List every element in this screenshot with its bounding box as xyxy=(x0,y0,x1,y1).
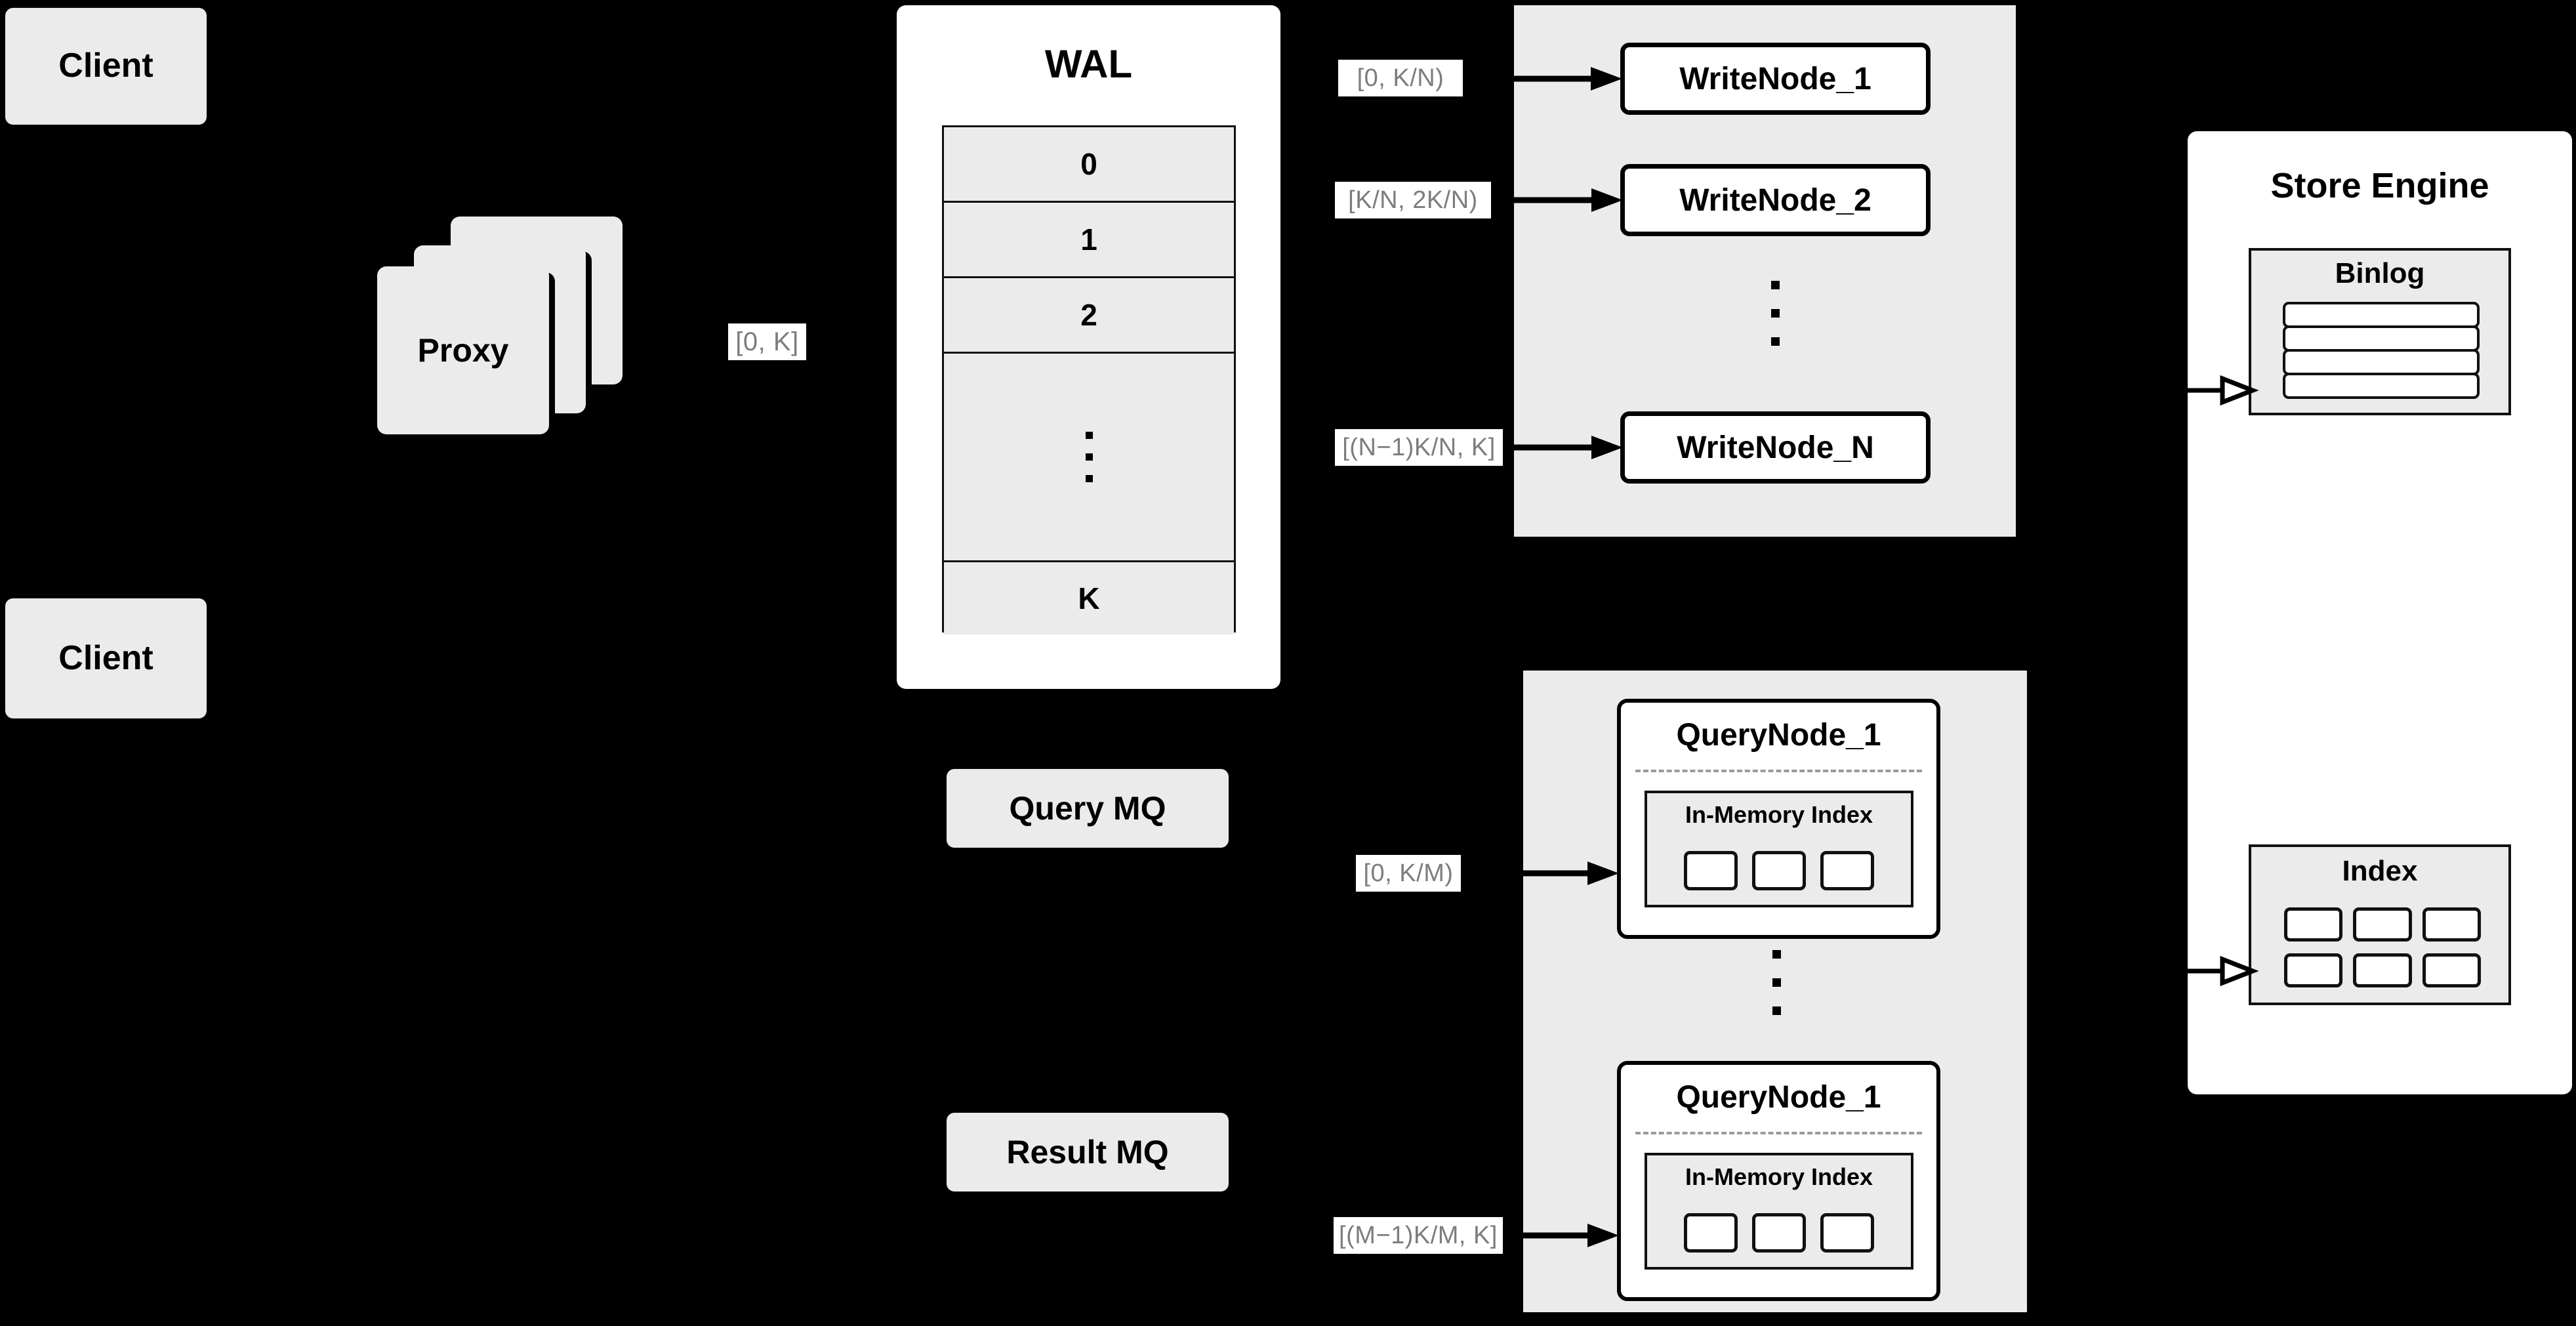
interval-label-write-n-text: [(N−1)K/N, K] xyxy=(1342,433,1496,461)
wal-row-2: 2 xyxy=(944,278,1234,354)
in-memory-index-1-cell-3[interactable] xyxy=(1820,851,1874,890)
write-node-1-label: WriteNode_1 xyxy=(1679,61,1871,96)
arrow-write-n xyxy=(1506,436,1623,459)
wal-row-1-label: 1 xyxy=(1080,222,1097,257)
arrow-write-2 xyxy=(1494,188,1623,212)
proxy-label: Proxy xyxy=(417,331,509,369)
index-cell-5[interactable] xyxy=(2353,953,2412,987)
index-grid xyxy=(2284,907,2481,987)
in-memory-index-1-cells xyxy=(1658,851,1900,890)
interval-label-query-2-text: [(M−1)K/M, K] xyxy=(1339,1221,1498,1249)
in-memory-index-2-cells xyxy=(1658,1213,1900,1253)
wal-row-1: 1 xyxy=(944,203,1234,278)
query-node-2-separator xyxy=(1635,1132,1922,1134)
proxy-card-front[interactable]: Proxy xyxy=(377,266,549,434)
in-memory-index-1-cell-1[interactable] xyxy=(1684,851,1738,890)
interval-label-query-1: [0, K/M) xyxy=(1356,855,1461,892)
wal-row-0-label: 0 xyxy=(1080,147,1097,181)
write-node-n-label: WriteNode_N xyxy=(1677,430,1874,465)
arrow-index-open xyxy=(2184,955,2259,987)
interval-label-write-1: [0, K/N) xyxy=(1338,60,1463,96)
index-title: Index xyxy=(2342,855,2418,887)
in-memory-index-2-cell-1[interactable] xyxy=(1684,1213,1738,1253)
arrow-query-2 xyxy=(1506,1224,1619,1247)
client-label-1: Client xyxy=(58,47,153,85)
store-engine-panel: Store Engine Binlog Index xyxy=(2188,131,2572,1094)
binlog-row-1[interactable] xyxy=(2283,302,2480,328)
interval-label-write-n: [(N−1)K/N, K] xyxy=(1335,429,1503,466)
result-mq-box[interactable]: Result MQ xyxy=(947,1113,1229,1191)
write-cluster-dot-2 xyxy=(1771,309,1780,318)
index-cell-6[interactable] xyxy=(2422,953,2481,987)
binlog-row-4[interactable] xyxy=(2283,373,2480,399)
wal-row-k: K xyxy=(944,562,1234,634)
wal-row-k-label: K xyxy=(1078,581,1100,615)
write-node-2-label: WriteNode_2 xyxy=(1679,182,1871,218)
client-box-2[interactable]: Client xyxy=(5,598,207,718)
in-memory-index-2-cell-2[interactable] xyxy=(1752,1213,1806,1253)
binlog-rows xyxy=(2283,302,2480,399)
interval-label-query-2: [(M−1)K/M, K] xyxy=(1334,1217,1503,1254)
interval-label-proxy-out-text: [0, K] xyxy=(735,327,799,356)
write-node-n[interactable]: WriteNode_N xyxy=(1620,411,1931,484)
wal-ellipsis-dot-1 xyxy=(1085,432,1093,439)
in-memory-index-1-title: In-Memory Index xyxy=(1685,801,1873,828)
write-node-1[interactable]: WriteNode_1 xyxy=(1620,43,1931,115)
wal-row-0: 0 xyxy=(944,127,1234,203)
interval-label-write-2-text: [K/N, 2K/N) xyxy=(1348,186,1478,214)
proxy-stack[interactable]: Proxy xyxy=(377,217,653,434)
wal-table: 0 1 2 K xyxy=(942,125,1236,634)
wal-panel: WAL 0 1 2 K xyxy=(897,5,1280,689)
write-cluster-ellipsis xyxy=(1771,281,1780,346)
query-mq-box[interactable]: Query MQ xyxy=(947,769,1229,848)
query-node-2[interactable]: QueryNode_1 In-Memory Index xyxy=(1617,1061,1940,1301)
interval-label-write-1-text: [0, K/N) xyxy=(1357,64,1444,92)
write-node-2[interactable]: WriteNode_2 xyxy=(1620,164,1931,236)
interval-label-proxy-out: [0, K] xyxy=(728,323,806,360)
wal-row-ellipsis xyxy=(944,354,1234,562)
index-group: Index xyxy=(2249,844,2511,1005)
write-cluster-dot-1 xyxy=(1771,281,1780,289)
index-cell-2[interactable] xyxy=(2353,907,2412,942)
index-cell-4[interactable] xyxy=(2284,953,2343,987)
write-cluster-dot-3 xyxy=(1771,337,1780,346)
arrow-query-1 xyxy=(1466,861,1619,885)
result-mq-label: Result MQ xyxy=(1006,1133,1169,1171)
query-mq-label: Query MQ xyxy=(1009,789,1166,827)
in-memory-index-1-cell-2[interactable] xyxy=(1752,851,1806,890)
query-cluster-dot-3 xyxy=(1772,1006,1781,1015)
interval-label-write-2: [K/N, 2K/N) xyxy=(1335,182,1491,218)
in-memory-index-2-cell-3[interactable] xyxy=(1820,1213,1874,1253)
index-cell-1[interactable] xyxy=(2284,907,2343,942)
query-node-1-separator xyxy=(1635,770,1922,772)
binlog-group: Binlog xyxy=(2249,248,2511,415)
store-engine-title: Store Engine xyxy=(2270,166,2489,205)
binlog-row-2[interactable] xyxy=(2283,325,2480,352)
arrow-write-1 xyxy=(1466,67,1622,91)
wal-ellipsis-dot-2 xyxy=(1085,453,1093,461)
wal-ellipsis-dot-3 xyxy=(1085,475,1093,482)
in-memory-index-2: In-Memory Index xyxy=(1645,1153,1913,1270)
query-node-1[interactable]: QueryNode_1 In-Memory Index xyxy=(1617,699,1940,939)
query-cluster-dot-2 xyxy=(1772,978,1781,987)
in-memory-index-2-title: In-Memory Index xyxy=(1685,1163,1873,1190)
query-cluster-dot-1 xyxy=(1772,950,1781,959)
client-label-2: Client xyxy=(58,638,153,677)
query-node-1-title: QueryNode_1 xyxy=(1676,718,1881,753)
interval-label-query-1-text: [0, K/M) xyxy=(1363,859,1454,887)
query-node-2-title: QueryNode_1 xyxy=(1676,1080,1881,1115)
query-cluster-ellipsis xyxy=(1772,950,1781,1015)
wal-row-2-label: 2 xyxy=(1080,298,1097,332)
client-box-1[interactable]: Client xyxy=(5,8,207,125)
arrow-binlog-open xyxy=(2184,375,2259,406)
index-cell-3[interactable] xyxy=(2422,907,2481,942)
in-memory-index-1: In-Memory Index xyxy=(1645,791,1913,907)
binlog-title: Binlog xyxy=(2335,257,2425,289)
wal-title: WAL xyxy=(1044,42,1133,86)
binlog-row-3[interactable] xyxy=(2283,349,2480,375)
